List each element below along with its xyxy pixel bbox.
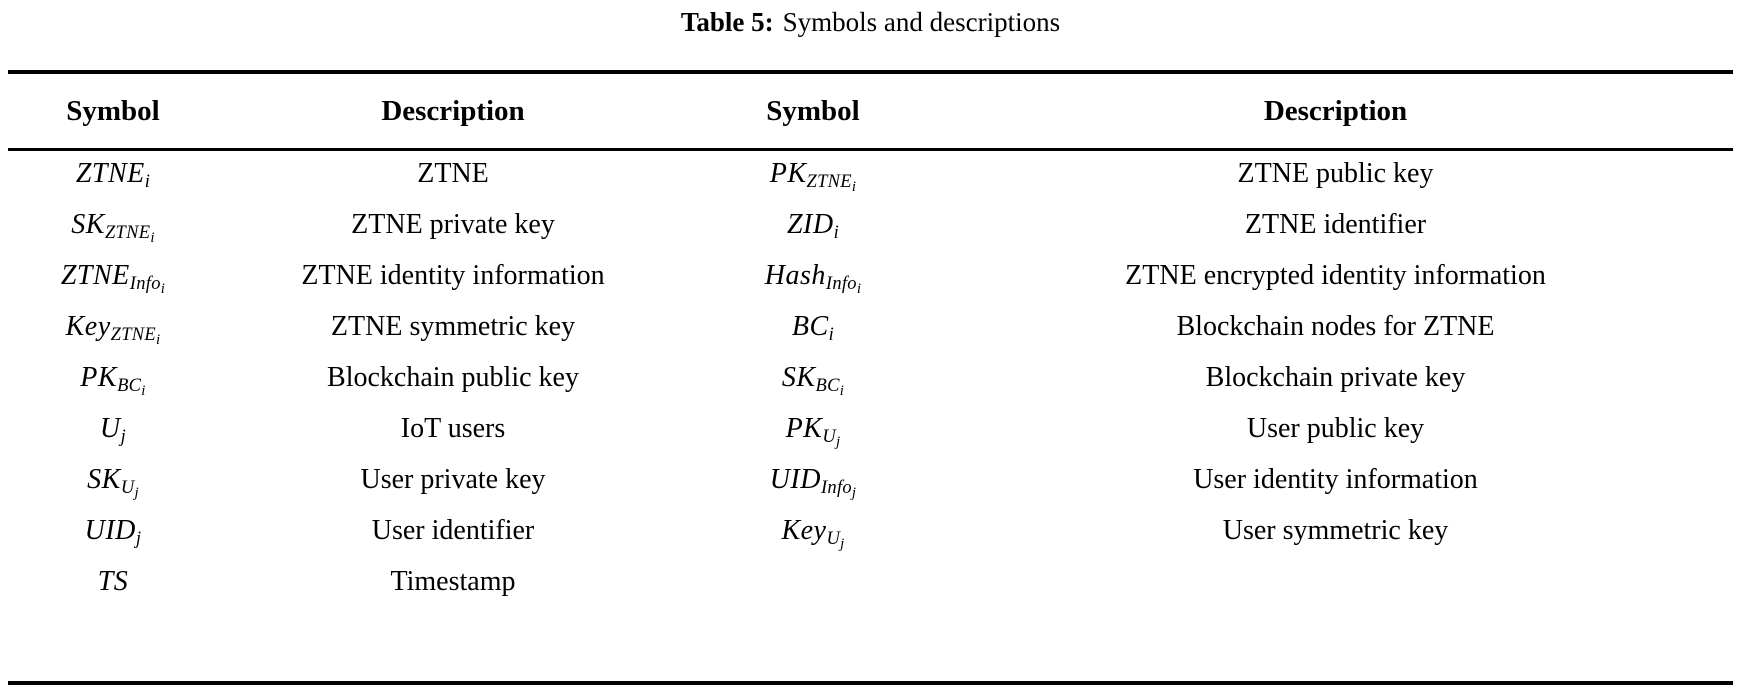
cell-symbol-right: ZIDi (786, 208, 840, 243)
symbols-table: Symbol Description Symbol Description ZT… (8, 74, 1733, 607)
cell-description-right (938, 556, 1733, 607)
table-header: Symbol Description Symbol Description (8, 74, 1733, 148)
table-row: TS Timestamp (8, 556, 1733, 607)
cell-symbol-right: UIDInfoj (769, 463, 857, 501)
cell-description-left: Timestamp (390, 565, 516, 597)
cell-symbol-right: SKBCi (781, 361, 845, 399)
cell-description-right: User identity information (1193, 463, 1478, 495)
cell-symbol-left: UIDj (84, 514, 142, 549)
table-header-row: Symbol Description Symbol Description (8, 74, 1733, 148)
cell-symbol-left: SKUj (87, 463, 139, 501)
cell-description-right: Blockchain private key (1205, 361, 1466, 393)
cell-symbol-right: BCi (791, 310, 835, 345)
cell-symbol-left: ZTNEi (75, 157, 151, 192)
cell-symbol-left: SKZTNEi (71, 208, 155, 246)
table-caption: Table 5: Symbols and descriptions (0, 0, 1741, 44)
cell-symbol-left: Uj (99, 412, 127, 447)
column-header-symbol-right: Symbol (766, 94, 860, 127)
cell-description-right: User symmetric key (1222, 514, 1449, 546)
cell-description-left: ZTNE symmetric key (330, 310, 576, 342)
table-header-rule (8, 148, 1733, 151)
cell-description-left: User identifier (371, 514, 535, 546)
table-row: Uj IoT users PKUj User public key (8, 403, 1733, 454)
table-row: UIDj User identifier KeyUj User symmetric k… (8, 505, 1733, 556)
cell-description-left: Blockchain public key (327, 361, 579, 393)
cell-description-left: IoT users (400, 412, 506, 444)
table-row: SKZTNEi ZTNE private key ZIDi ZTNE identifi… (8, 199, 1733, 250)
table-caption-label: Table 5: (680, 7, 774, 37)
table-row: PKBCi Blockchain public key SKBCi Blockchai… (8, 352, 1733, 403)
column-header-description-left: Description (381, 94, 525, 127)
cell-description-right: User public key (1246, 412, 1425, 444)
table-row: SKUj User private key UIDInfoj User identit… (8, 454, 1733, 505)
cell-description-right: ZTNE identifier (1244, 208, 1427, 240)
cell-symbol-right: HashInfoi (764, 259, 862, 297)
cell-symbol-left: TS (97, 565, 129, 597)
table-row: KeyZTNEi ZTNE symmetric key BCi Blockchain … (8, 301, 1733, 352)
cell-symbol-left: ZTNEInfoi (60, 259, 166, 297)
table-top-rule (8, 70, 1733, 74)
column-header-description-right: Description (1263, 94, 1408, 127)
cell-description-left: User private key (360, 463, 546, 495)
table-row: ZTNEInfoi ZTNE identity information HashIn… (8, 250, 1733, 301)
table-caption-text: Symbols and descriptions (782, 7, 1061, 37)
cell-symbol-right (688, 556, 938, 607)
cell-description-right: ZTNE public key (1237, 157, 1434, 189)
cell-description-left: ZTNE identity information (301, 259, 605, 291)
table-bottom-rule (8, 681, 1733, 685)
cell-symbol-right: KeyUj (781, 514, 845, 552)
table-row: ZTNEi ZTNE PKZTNEi ZTNE public key (8, 148, 1733, 199)
cell-symbol-right: PKZTNEi (769, 157, 857, 195)
cell-description-left: ZTNE (417, 157, 489, 189)
cell-description-right: Blockchain nodes for ZTNE (1176, 310, 1495, 342)
cell-symbol-right: PKUj (785, 412, 841, 450)
cell-description-right: ZTNE encrypted identity information (1125, 259, 1546, 291)
column-header-symbol-left: Symbol (66, 94, 160, 127)
cell-description-left: ZTNE private key (351, 208, 555, 240)
cell-symbol-left: PKBCi (80, 361, 146, 399)
cell-symbol-left: KeyZTNEi (65, 310, 161, 348)
